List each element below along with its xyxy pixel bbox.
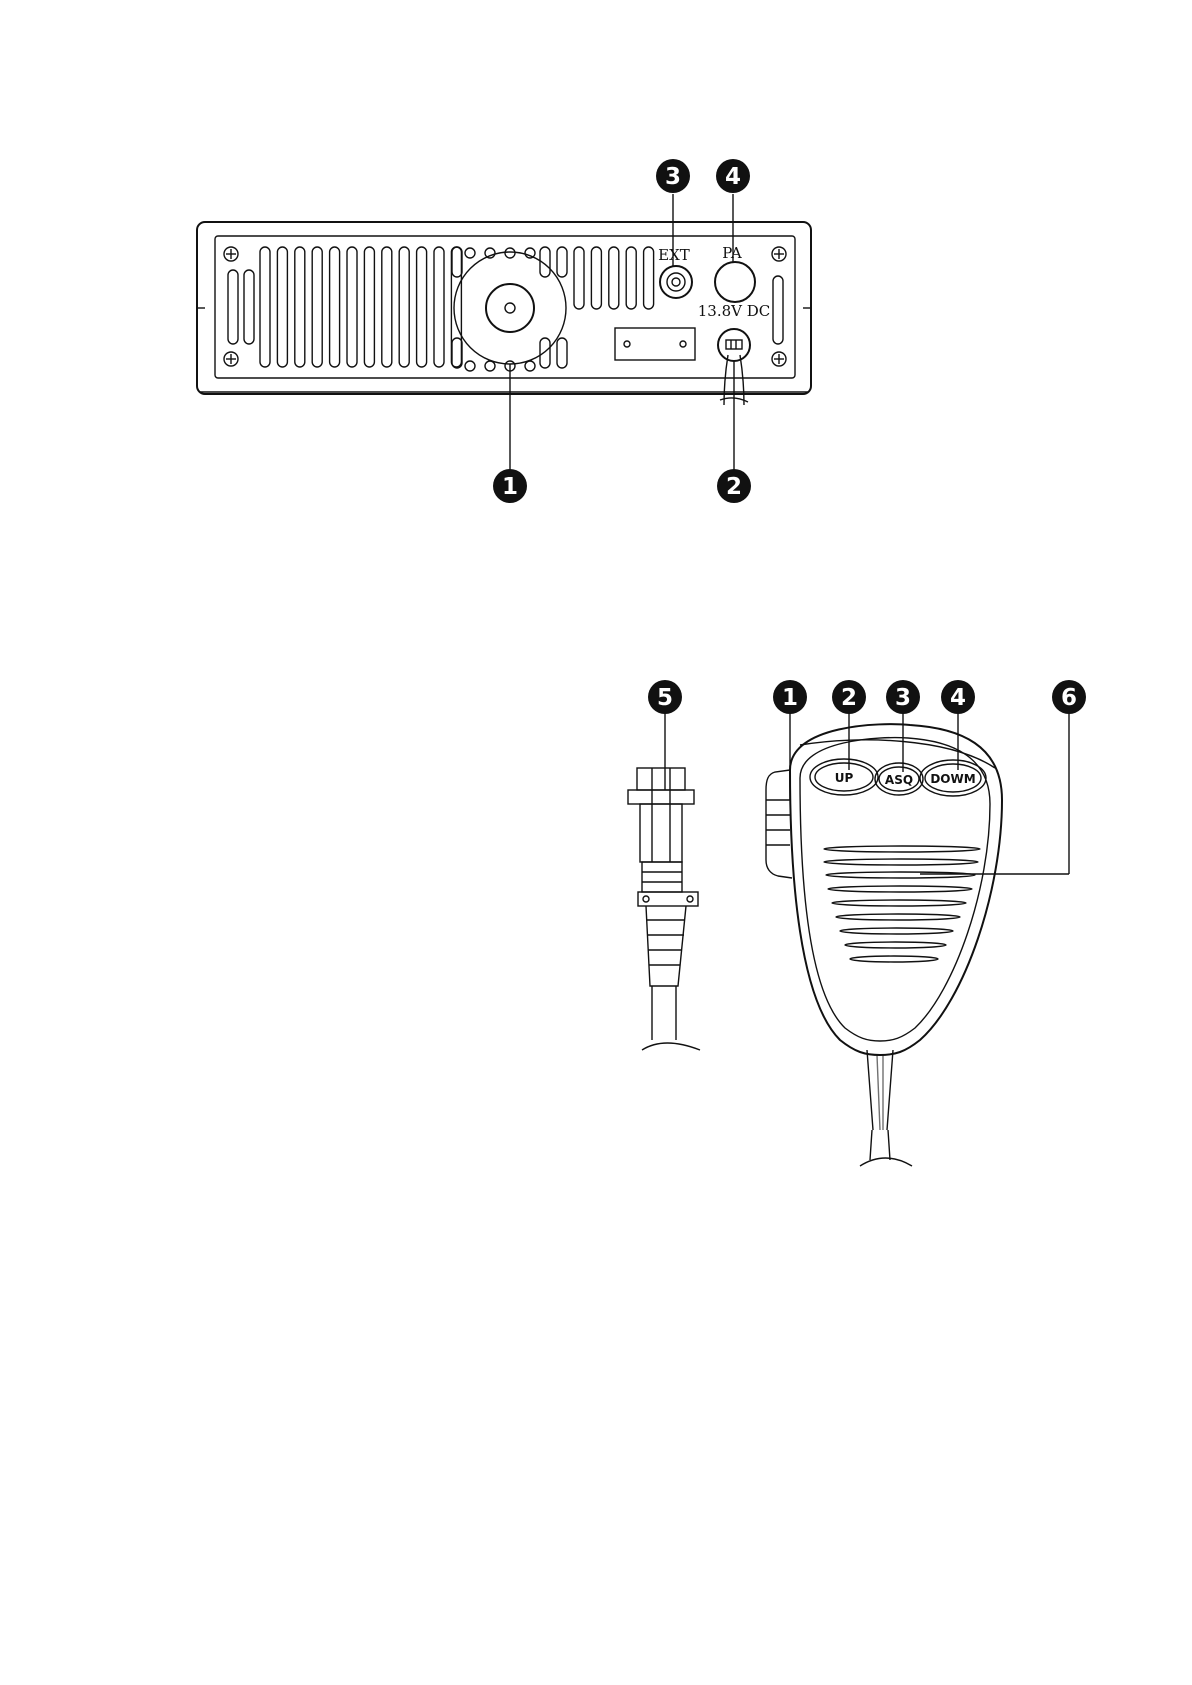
mic-callout-1: 1	[773, 680, 807, 714]
mic-callout-2: 2	[832, 680, 866, 714]
asq-button: ASQ	[875, 763, 923, 795]
antenna-connector	[454, 252, 566, 364]
hand-microphone: UP ASQ DOWM 1	[766, 680, 1086, 1166]
vent-slot	[330, 247, 340, 367]
mic-callout-3: 3	[886, 680, 920, 714]
rear-callout-1: 1	[493, 469, 527, 503]
grille-slot	[828, 886, 972, 892]
rear-callout-3: 3	[656, 159, 690, 193]
vent-slot	[557, 247, 567, 277]
svg-text:4: 4	[950, 685, 966, 711]
mic-callout-4: 4	[941, 680, 975, 714]
mic-connector-plug: 5	[628, 680, 700, 1050]
vent-slot	[452, 247, 462, 277]
mic-callout-5: 5	[648, 680, 682, 714]
svg-text:5: 5	[657, 685, 673, 711]
vent-slot	[312, 247, 322, 367]
vent-slot	[451, 247, 461, 367]
vent-slot	[591, 247, 601, 309]
pa-jack: PA	[715, 244, 755, 302]
svg-text:1: 1	[782, 685, 798, 711]
down-button: DOWM	[920, 760, 986, 796]
pa-label: PA	[722, 244, 742, 262]
vent-slot	[557, 338, 567, 368]
svg-text:2: 2	[726, 474, 742, 500]
vent-slot	[626, 247, 636, 309]
grille-slot	[832, 900, 966, 906]
vent-slot	[382, 247, 392, 367]
speaker-grille	[824, 846, 980, 962]
grille-slot	[824, 846, 980, 852]
svg-text:3: 3	[895, 685, 911, 711]
rear-callout-2: 2	[717, 469, 751, 503]
vent-slot	[364, 247, 374, 367]
vent-slot	[228, 270, 238, 344]
vent-slot	[399, 247, 409, 367]
vent-slot	[609, 247, 619, 309]
vent-slot	[644, 247, 654, 309]
svg-text:1: 1	[502, 474, 518, 500]
svg-text:3: 3	[665, 164, 681, 190]
vent-slot	[295, 247, 305, 367]
ptt-button	[766, 770, 792, 878]
down-label: DOWM	[930, 772, 975, 786]
asq-label: ASQ	[885, 773, 913, 787]
vent-slot	[347, 247, 357, 367]
dc-label: 13.8V DC	[698, 302, 771, 320]
vent-slot	[417, 247, 427, 367]
grille-slot	[850, 956, 938, 962]
vent-slot	[574, 247, 584, 309]
vent-slot	[244, 270, 254, 344]
grille-slot	[845, 942, 946, 948]
ext-label: EXT	[658, 246, 690, 264]
grille-slot	[824, 859, 978, 865]
up-button: UP	[810, 759, 878, 795]
vent-slot	[773, 276, 783, 344]
vent-slot	[540, 338, 550, 368]
mic-callout-6: 6	[1052, 680, 1086, 714]
vent-slot	[277, 247, 287, 367]
vent-slot	[260, 247, 270, 367]
vent-slot	[434, 247, 444, 367]
label-plate	[615, 328, 695, 360]
grille-slot	[826, 872, 975, 878]
ext-jack: EXT	[658, 246, 692, 298]
svg-text:6: 6	[1061, 685, 1077, 711]
up-label: UP	[835, 771, 854, 785]
rear-callout-4: 4	[716, 159, 750, 193]
grille-slot	[840, 928, 953, 934]
svg-text:2: 2	[841, 685, 857, 711]
grille-slot	[836, 914, 960, 920]
svg-text:4: 4	[725, 164, 741, 190]
rear-panel: EXT PA 13.8V DC	[197, 159, 811, 503]
